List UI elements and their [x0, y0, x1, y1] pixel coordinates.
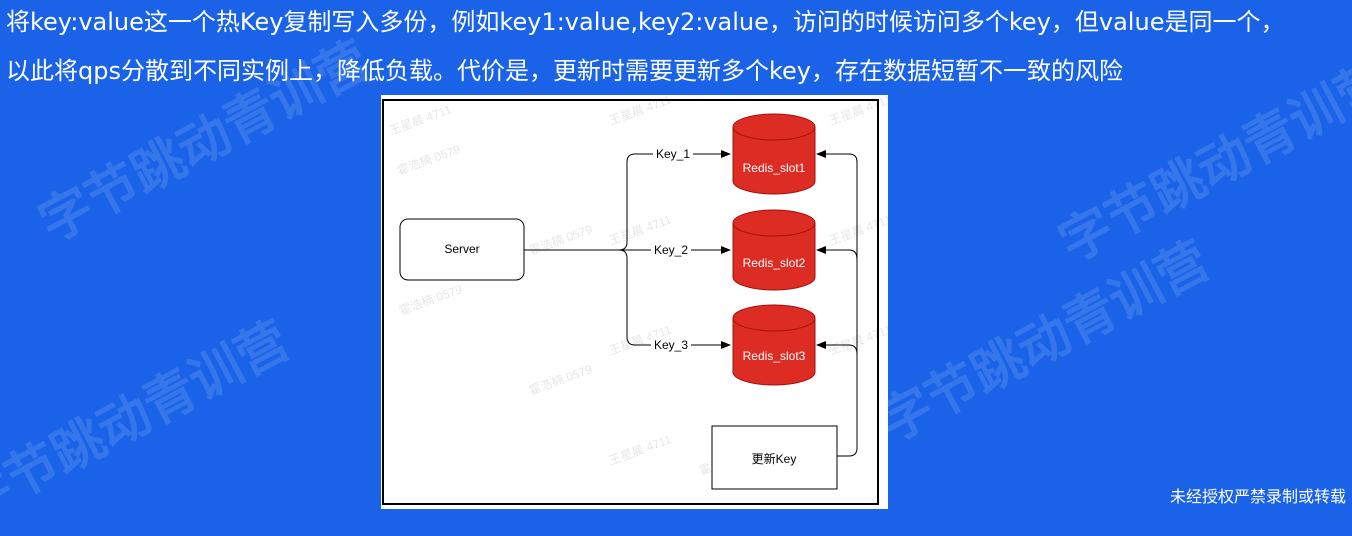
description-line-1: 将key:value这一个热Key复制写入多份，例如key1:value,key… — [6, 8, 1285, 36]
watermark-brand: 字节跳动青训营 — [29, 30, 380, 255]
server-label: Server — [444, 242, 479, 256]
diagram-watermark: 王星晨 4711 — [387, 102, 453, 138]
diagram-frame — [382, 99, 879, 505]
edge-label-bg — [651, 337, 691, 353]
update-edge-slot-1 — [816, 150, 858, 457]
diagram-watermark: 霍浩楠 0579 — [395, 141, 462, 178]
description-line-2: 以此将qps分散到不同实例上，降低负载。代价是，更新时需要更新多个key，存在数… — [6, 57, 1123, 85]
edge-label-bg — [653, 146, 693, 162]
edge-label-key-1: Key_1 — [656, 147, 690, 161]
redis-slot-1: Redis_slot1 — [732, 113, 816, 195]
update-edge-slot-3 — [816, 341, 858, 355]
redis-slot-3: Redis_slot3 — [732, 304, 816, 386]
watermark-brand: 字节跳动青训营 — [869, 230, 1220, 455]
update-key-box — [711, 425, 838, 490]
diagram-watermark: 霍浩楠 0579 — [527, 221, 594, 258]
edge-label-key-3: Key_3 — [654, 338, 688, 352]
edge-key-3 — [524, 249, 731, 349]
update-edge-slot-2 — [816, 246, 858, 260]
diagram-watermark: 霍浩楠 0579 — [397, 281, 464, 318]
redis-slot-1-label: Redis_slot1 — [743, 161, 806, 175]
redis-slot-2: Redis_slot2 — [732, 209, 816, 291]
redis-slot-2-label: Redis_slot2 — [743, 256, 806, 270]
edge-label-key-2: Key_2 — [654, 243, 688, 257]
edge-label-bg — [651, 242, 691, 258]
diagram-canvas: 王星晨 4711 霍浩楠 0579 王星晨 4711 霍浩楠 0579 王星晨 … — [382, 95, 888, 505]
update-key-label: 更新Key — [752, 451, 797, 466]
redis-slot-3-label: Redis_slot3 — [743, 349, 806, 363]
architecture-diagram: 王星晨 4711 霍浩楠 0579 王星晨 4711 霍浩楠 0579 王星晨 … — [381, 95, 888, 509]
diagram-watermark: 霍浩楠 0579 — [527, 361, 594, 398]
watermark-brand: 字节跳动青训营 — [0, 310, 300, 535]
diagram-watermark: 王星晨 4711 — [607, 432, 673, 468]
copyright-notice: 未经授权严禁录制或转载 — [1169, 487, 1346, 506]
